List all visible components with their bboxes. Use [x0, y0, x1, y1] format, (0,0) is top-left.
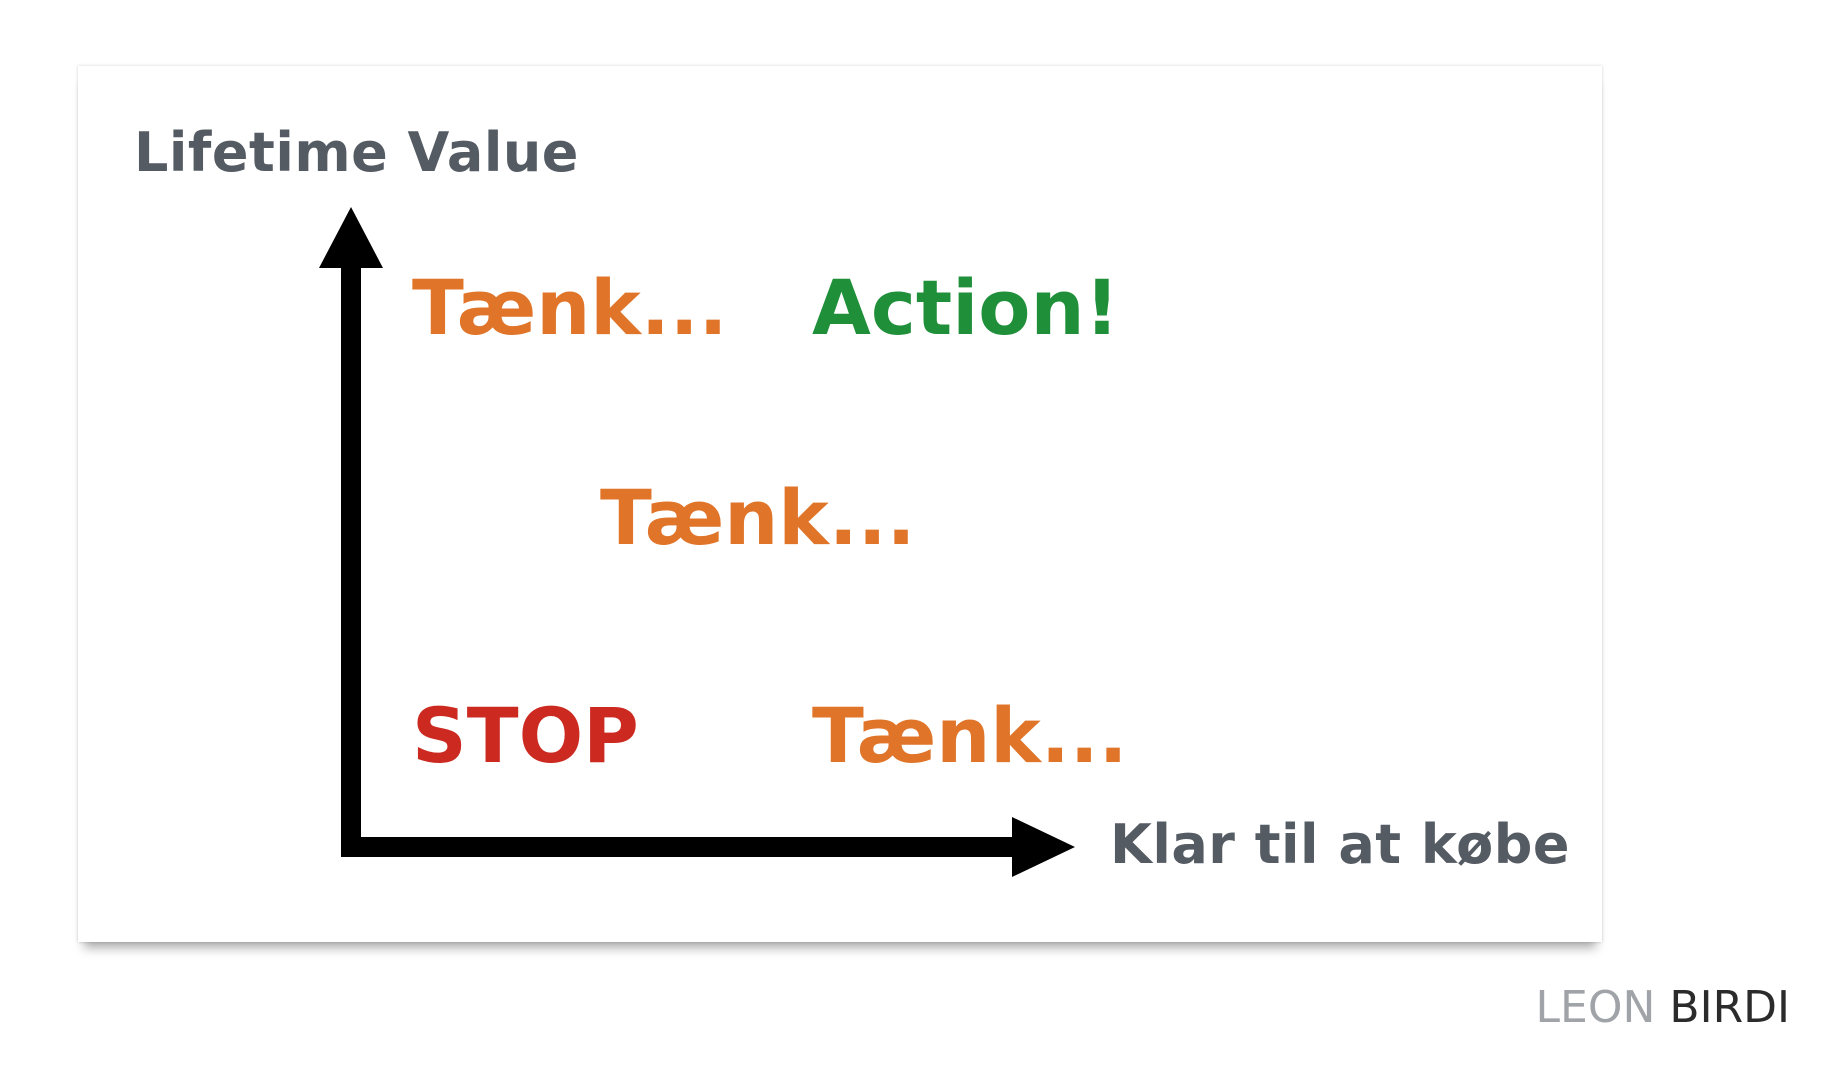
y-axis-label: Lifetime Value: [134, 121, 579, 184]
brand-last-name: BIRDI: [1669, 982, 1790, 1033]
quadrant-bottom-left-label: STOP: [412, 691, 639, 780]
quadrant-bottom-right-label: Tænk...: [812, 691, 1128, 780]
x-axis-label: Klar til at købe: [1110, 813, 1571, 876]
brand-first-name: LEON: [1535, 982, 1656, 1033]
quadrant-middle-label: Tænk...: [600, 473, 916, 562]
quadrant-top-right-label: Action!: [812, 263, 1120, 352]
quadrant-top-left-label: Tænk...: [412, 263, 728, 352]
brand-logo: LEON BIRDI: [1536, 986, 1790, 1030]
